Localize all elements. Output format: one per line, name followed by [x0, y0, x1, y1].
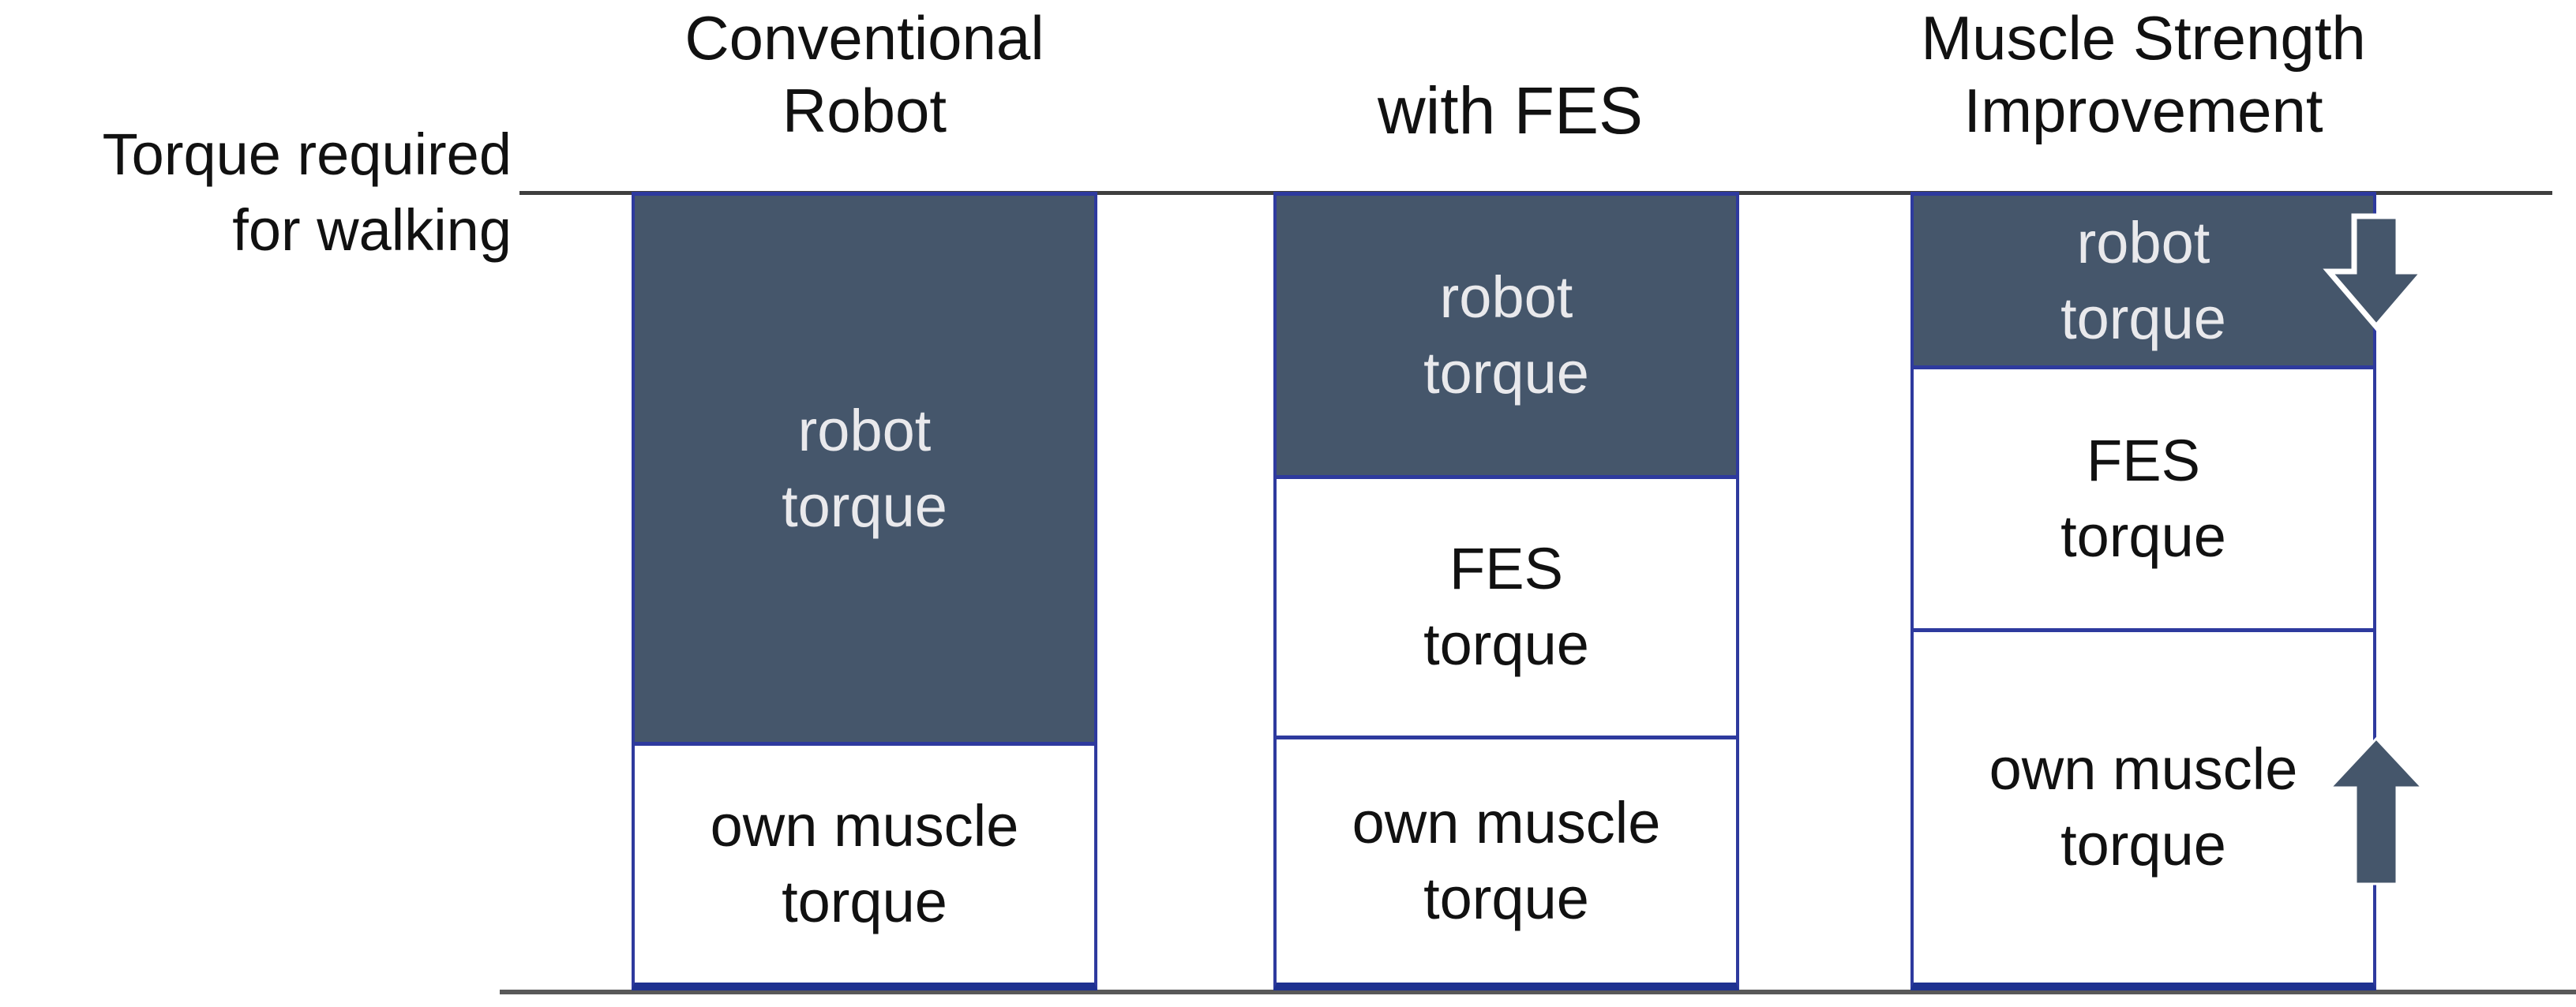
segment-label-line: FES: [1449, 536, 1563, 602]
segment-fes-torque: FES torque: [1914, 365, 2373, 629]
column-header-line: Robot: [782, 76, 947, 145]
segment-label-line: own muscle: [1989, 736, 2298, 803]
bar-with-fes: robot torque FES torque own muscle torqu…: [1273, 192, 1739, 990]
segment-own-muscle-torque: own muscle torque: [1277, 735, 1736, 983]
segment-own-muscle-torque: own muscle torque: [635, 741, 1094, 983]
segment-robot-torque: robot torque: [1277, 196, 1736, 475]
segment-fes-torque: FES torque: [1277, 474, 1736, 736]
y-axis-reference-label-line1: Torque required: [102, 122, 512, 187]
column-header-with-fes: with FES: [1187, 0, 1834, 147]
y-axis-reference-label: Torque required for walking: [0, 117, 512, 268]
segment-label-line: FES: [2087, 428, 2200, 494]
column-header-muscle-strength-improvement: Muscle Strength Improvement: [1820, 0, 2467, 147]
segment-own-muscle-torque: own muscle torque: [1914, 628, 2373, 983]
column-header-line: Conventional: [684, 3, 1044, 73]
segment-label-line: own muscle: [1352, 789, 1661, 855]
segment-robot-torque: robot torque: [1914, 196, 2373, 366]
segment-label-line: torque: [2060, 812, 2226, 878]
segment-label-line: robot: [797, 397, 932, 463]
baseline: [500, 990, 2576, 994]
column-header-line: Muscle Strength: [1921, 3, 2366, 73]
segment-label-line: torque: [782, 868, 947, 934]
bar-muscle-strength-improvement: robot torque FES torque own muscle torqu…: [1910, 192, 2376, 990]
down-arrow-icon: [2323, 213, 2430, 331]
segment-label-line: torque: [2060, 504, 2226, 570]
segment-label-line: own muscle: [710, 792, 1019, 859]
segment-label-line: torque: [782, 473, 947, 539]
column-header-line: with FES: [1377, 73, 1644, 148]
segment-label-line: torque: [2060, 285, 2226, 351]
segment-label-line: torque: [1423, 865, 1589, 931]
segment-label-line: robot: [1439, 264, 1573, 330]
up-arrow-icon: [2327, 737, 2425, 885]
segment-robot-torque: robot torque: [635, 196, 1094, 742]
column-header-conventional-robot: Conventional Robot: [541, 0, 1188, 147]
column-header-line: Improvement: [1963, 76, 2323, 145]
segment-label-line: torque: [1423, 612, 1589, 678]
segment-label-line: robot: [2076, 209, 2210, 275]
bar-conventional-robot: robot torque own muscle torque: [632, 192, 1097, 990]
segment-label-line: torque: [1423, 339, 1589, 406]
y-axis-reference-label-line2: for walking: [232, 197, 512, 263]
